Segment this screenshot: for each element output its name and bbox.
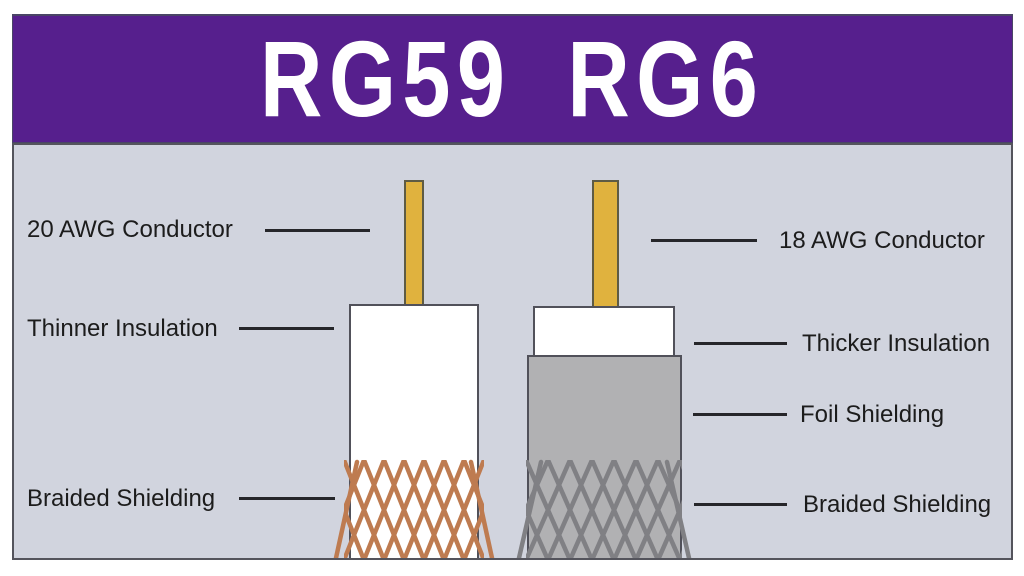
rg6-conductor <box>592 180 619 310</box>
rg6-braid-right-strand <box>664 459 692 558</box>
title-banner: RG59 RG6 <box>12 14 1013 143</box>
label-rg6-braid: Braided Shielding <box>803 491 992 518</box>
leader-line-rg6-insulation <box>694 342 787 345</box>
rg59-conductor <box>404 180 424 308</box>
leader-line-rg6-foil <box>693 413 787 416</box>
leader-line-rg59-braid <box>239 497 335 500</box>
rg59-braid-left-strand <box>333 459 360 558</box>
label-rg59-conductor: 20 AWG Conductor <box>27 216 233 243</box>
rg6-braid-lattice <box>526 460 682 558</box>
rg59-braid-right-strand <box>468 459 495 558</box>
leader-line-rg6-braid <box>694 503 787 506</box>
label-rg59-insulation: Thinner Insulation <box>27 315 218 342</box>
label-rg59-braid: Braided Shielding <box>27 485 216 512</box>
rg59-braided-shielding <box>333 459 495 558</box>
leader-line-rg6-conductor <box>651 239 757 242</box>
title-rg59: RG59 <box>260 18 512 139</box>
rg6-braided-shielding <box>516 459 692 558</box>
rg6-braid-left-strand <box>516 459 544 558</box>
label-rg6-conductor: 18 AWG Conductor <box>779 227 985 254</box>
label-rg6-insulation: Thicker Insulation <box>802 330 991 357</box>
title-rg6: RG6 <box>567 18 765 139</box>
label-rg6-foil: Foil Shielding <box>800 401 945 428</box>
leader-line-rg59-insulation <box>239 327 334 330</box>
leader-line-rg59-conductor <box>265 229 370 232</box>
rg59-braid-lattice <box>344 460 484 558</box>
cable-comparison-panel: 20 AWG Conductor Thinner Insulation Brai… <box>12 143 1013 560</box>
rg6-insulation <box>533 306 675 357</box>
